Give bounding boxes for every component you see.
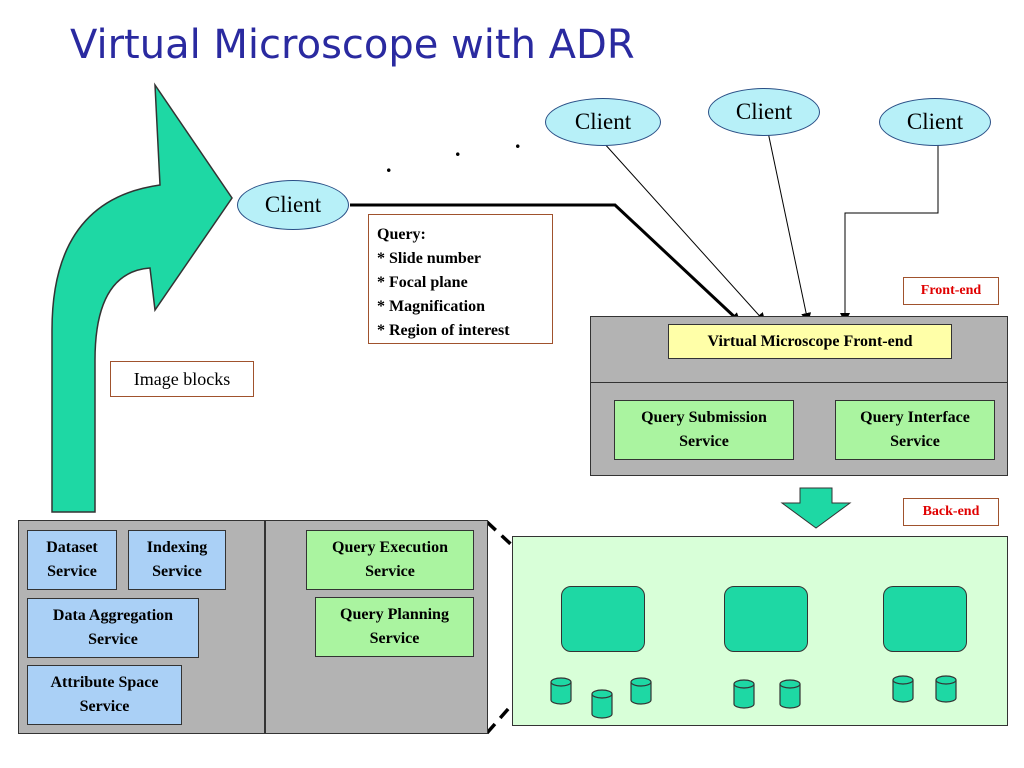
service-line: Dataset xyxy=(46,539,98,556)
disk-icon xyxy=(630,677,652,705)
client-3: Client xyxy=(879,98,991,146)
service-line: Service xyxy=(79,698,130,715)
query-header: Query: xyxy=(377,226,426,243)
image-blocks-return-arrow xyxy=(51,82,233,513)
service-line: Service xyxy=(369,630,420,647)
query-box: Query: * Slide number * Focal plane * Ma… xyxy=(368,214,553,344)
client-label: Client xyxy=(906,109,964,134)
disk-icon xyxy=(935,675,957,703)
query-item: * Focal plane xyxy=(377,274,468,291)
processing-node xyxy=(724,586,808,652)
client-2-connector xyxy=(767,131,812,323)
service-line: Service xyxy=(365,563,415,580)
client-3-connector xyxy=(840,142,939,323)
ellipsis-dot: . xyxy=(386,152,392,177)
disk-icon xyxy=(892,675,914,703)
disk-icon xyxy=(591,689,613,719)
client-left-connector xyxy=(350,203,742,324)
page-title: Virtual Microscope with ADR xyxy=(70,22,635,68)
disk-icon xyxy=(733,679,755,709)
client-label: Client xyxy=(574,109,632,134)
vm-front-end-box: Virtual Microscope Front-end xyxy=(668,324,952,359)
client-1: Client xyxy=(545,98,661,146)
service-line: Attribute Space xyxy=(50,674,159,691)
service-line: Service xyxy=(679,433,729,450)
ellipsis-dot: . xyxy=(455,136,461,161)
ellipsis-dot: . xyxy=(515,128,521,153)
service-line: Service xyxy=(890,433,940,450)
disk-icon xyxy=(550,677,572,705)
client-2: Client xyxy=(708,88,820,136)
service-line: Query Execution xyxy=(332,539,448,556)
client-1-connector xyxy=(602,141,766,323)
service-line: Data Aggregation xyxy=(52,607,174,624)
service-line: Query Submission xyxy=(641,409,767,426)
query-item: * Slide number xyxy=(377,250,482,267)
service-line: Service xyxy=(152,563,202,580)
front-to-back-arrow xyxy=(780,487,852,529)
service-line: Query Interface xyxy=(860,409,970,426)
client-label: Client xyxy=(264,192,322,217)
processing-node xyxy=(883,586,967,652)
processing-node xyxy=(561,586,645,652)
disk-icon xyxy=(779,679,801,709)
client-left: Client xyxy=(237,180,349,230)
service-line: Indexing xyxy=(146,539,208,556)
service-line: Service xyxy=(47,563,97,580)
front-end-label: Front-end xyxy=(903,277,999,305)
query-item: * Region of interest xyxy=(377,322,510,339)
service-line: Service xyxy=(88,631,138,648)
query-item: * Magnification xyxy=(377,298,485,315)
image-blocks-label: Image blocks xyxy=(110,361,254,397)
back-end-panel-divider xyxy=(264,520,266,734)
back-end-label: Back-end xyxy=(903,498,999,526)
service-line: Query Planning xyxy=(340,606,449,623)
front-end-divider xyxy=(590,382,1008,383)
client-label: Client xyxy=(735,99,793,124)
